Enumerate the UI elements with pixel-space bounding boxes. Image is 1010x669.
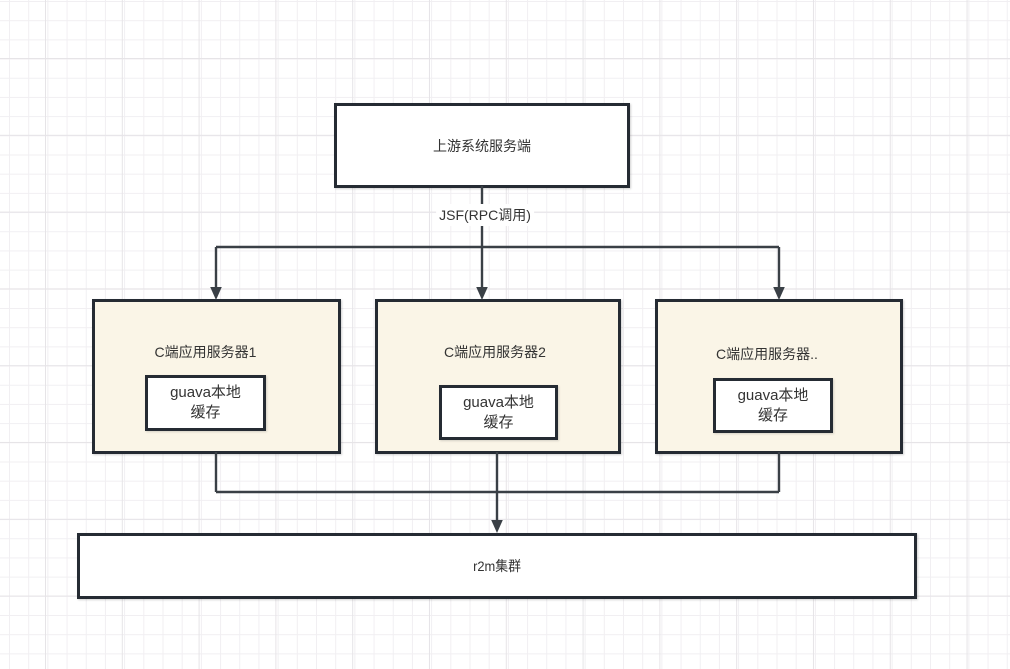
node-guava-cache-2[interactable]: guava本地缓存: [439, 385, 558, 440]
arrowhead-r2m: [491, 520, 503, 533]
node-guava-cache-3[interactable]: guava本地缓存: [713, 378, 833, 433]
node-c-server-3[interactable]: C端应用服务器.. guava本地缓存: [655, 299, 903, 454]
node-upstream-label: 上游系统服务端: [433, 137, 531, 154]
node-c-server-2-label: C端应用服务器2: [444, 344, 546, 360]
node-r2m-cluster[interactable]: r2m集群: [77, 533, 917, 599]
node-c-server-2[interactable]: C端应用服务器2 guava本地缓存: [375, 299, 621, 454]
edge-label-jsf-rpc: JSF(RPC调用): [436, 204, 534, 226]
node-r2m-label: r2m集群: [473, 558, 521, 574]
node-c-server-3-label: C端应用服务器..: [716, 346, 818, 362]
node-guava-cache-3-label: guava本地缓存: [737, 386, 809, 424]
node-c-server-1-label: C端应用服务器1: [154, 344, 257, 360]
node-c-server-1[interactable]: C端应用服务器1 guava本地缓存: [92, 299, 341, 454]
node-upstream-system[interactable]: 上游系统服务端: [334, 103, 630, 188]
node-guava-cache-1[interactable]: guava本地缓存: [145, 375, 266, 431]
node-guava-cache-1-label: guava本地缓存: [170, 384, 241, 421]
node-guava-cache-2-label: guava本地缓存: [463, 393, 534, 431]
